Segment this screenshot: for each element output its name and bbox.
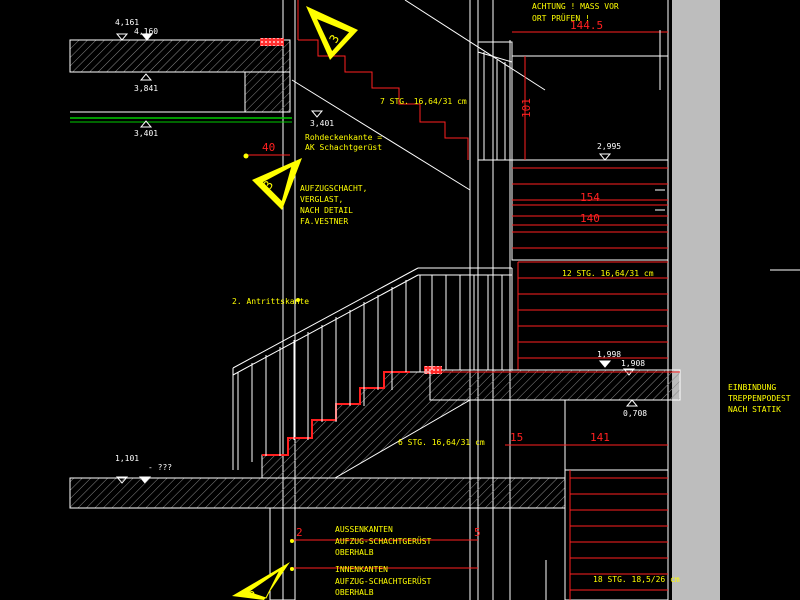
stair-railing (232, 267, 513, 470)
dimension-label-5: 40 (262, 141, 275, 154)
stair-label-low: 6 STG. 16,64/31 cm (398, 438, 485, 447)
right-wall (672, 0, 720, 600)
upper-slab (69, 38, 292, 123)
landing-slab (424, 366, 681, 401)
base-slab (69, 469, 669, 600)
note-innen-line2: AUFZUG-SCHACHTGERÜST (335, 576, 432, 586)
note-aufzug-line3: NACH DETAIL (300, 206, 353, 215)
stair-label-top: 7 STG. 16,64/31 cm (380, 97, 467, 106)
dimension-label-8: 2 (296, 526, 303, 539)
note-innen-line3: OBERHALB (335, 588, 374, 597)
elevation-label-10: 1,101 (115, 454, 139, 463)
note-einbindung-line3: NACH STATIK (728, 405, 781, 414)
elevation-label-4: 3,401 (134, 129, 158, 138)
note-rohdecke-line2: AK Schachtgerüst (305, 143, 382, 152)
leader-dots (243, 153, 300, 571)
elevation-label-11: - ??? (148, 463, 172, 472)
note-einbindung-line1: EINBINDUNG (728, 383, 776, 392)
dimension-label-6: 15 (510, 431, 523, 444)
dimension-label-1: 144.5 (570, 19, 603, 32)
elevation-label-8: 1,908 (621, 359, 645, 368)
elevation-label-7: 1,998 (597, 350, 621, 359)
note-achtung-line2: ORT PRÜFEN ! (532, 13, 590, 23)
elevation-label-5: 3,401 (310, 119, 334, 128)
dimension-label-9: 5 (474, 526, 481, 539)
elevation-label-1: 4,161 (115, 18, 139, 27)
stair-label-middle: 12 STG. 16,64/31 cm (562, 269, 654, 278)
note-aussen-line2: AUFZUG-SCHACHTGERÜST (335, 536, 432, 546)
stair-label-bottom: 18 STG. 18,5/26 cm (593, 575, 680, 584)
section-marker-top: 3 (306, 6, 358, 60)
tread-lines-middle (512, 167, 668, 370)
note-einbindung-line2: TREPPENPODEST (728, 394, 791, 403)
grid-lines (282, 0, 800, 600)
elevation-label-6: 2,995 (597, 142, 621, 151)
note-achtung-line1: ACHTUNG ! MASS VOR (532, 2, 619, 11)
section-marker-bottom: 3 (232, 562, 290, 600)
right-ticks (545, 30, 665, 600)
note-aussen-line3: OBERHALB (335, 548, 374, 557)
dimension-lines (245, 31, 668, 569)
dimension-label-3: 154 (580, 191, 600, 204)
note-aussen-line1: AUSSENKANTEN (335, 525, 393, 534)
elevation-label-2: 4,160 (134, 27, 158, 36)
note-antritt: 2. Antrittskante (232, 297, 309, 306)
stair-block-middle (511, 159, 669, 261)
elevator-shaft-frame (477, 41, 668, 161)
section-marker-mid: 3 (252, 158, 302, 210)
elevation-label-3: 3,841 (134, 84, 158, 93)
note-aufzug-line4: FA.VESTNER (300, 217, 348, 226)
note-innen-line1: INNENKANTEN (335, 565, 388, 574)
note-rohdecke-line1: Rohdeckenkante = (305, 133, 382, 142)
dimension-label-7: 141 (590, 431, 610, 444)
dimension-label-2: 101 (520, 98, 533, 118)
elevation-label-9: 0,708 (623, 409, 647, 418)
tread-lines-bottom (569, 470, 668, 600)
note-aufzug-line1: AUFZUGSCHACHT, (300, 184, 367, 193)
stair-flight-top (298, 39, 469, 160)
dimension-label-4: 140 (580, 212, 600, 225)
note-aufzug-line2: VERGLAST, (300, 195, 343, 204)
